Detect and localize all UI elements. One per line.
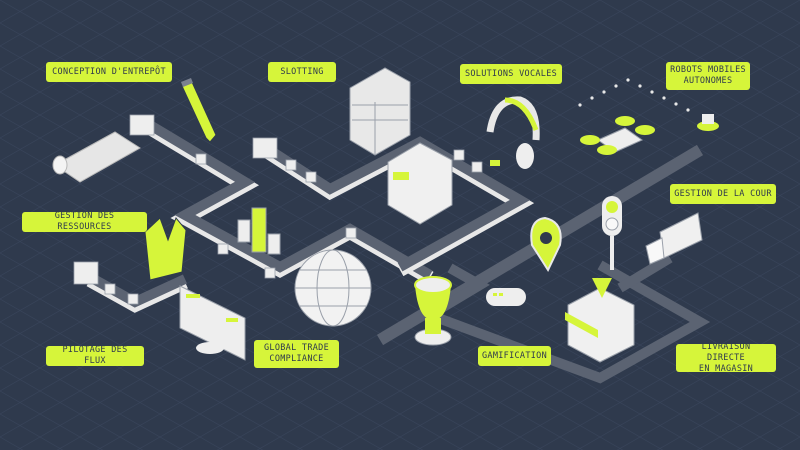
pencil-icon [181, 78, 217, 143]
truck-icon [645, 212, 703, 265]
conveyor-icon [73, 114, 483, 305]
blueprint-icon [52, 131, 141, 183]
map-pin-icon [530, 216, 562, 273]
label-slotting: SLOTTING [268, 62, 336, 82]
label-line: LIVRAISON DIRECTE [701, 341, 751, 363]
label-line: ROBOTS MOBILES [670, 65, 746, 75]
label-gamification: GAMIFICATION [478, 346, 551, 366]
label-livraison-directe: LIVRAISON DIRECTE EN MAGASIN [676, 341, 776, 374]
label-line: COMPLIANCE [269, 354, 324, 364]
bar-blocks-icon [237, 207, 281, 255]
shelf-icon [349, 67, 411, 156]
globe-icon [294, 249, 372, 327]
store-icon [565, 278, 635, 363]
label-solutions-vocales: SOLUTIONS VOCALES [460, 64, 562, 84]
warehouse-icon [387, 142, 453, 225]
drone-icon [578, 78, 719, 155]
traffic-light-icon [602, 196, 622, 270]
headset-icon [486, 96, 540, 169]
label-line: EN MAGASIN [698, 363, 754, 374]
label-line: GLOBAL TRADE [263, 343, 329, 353]
trophy-icon [414, 276, 452, 346]
label-robots-mobiles: ROBOTS MOBILES AUTONOMES [666, 62, 750, 90]
monitor-icon [179, 285, 246, 361]
label-line: AUTONOMES [683, 76, 733, 86]
gamepad-icon [486, 288, 526, 306]
label-global-trade: GLOBAL TRADE COMPLIANCE [254, 340, 339, 368]
label-gestion-ressources: GESTION DES RESSOURCES [22, 211, 147, 232]
vest-icon [144, 217, 187, 281]
label-pilotage-flux: PILOTAGE DES FLUX [46, 345, 144, 366]
label-conception-entrepot: CONCEPTION D'ENTREPÔT [46, 62, 172, 82]
label-gestion-cour: GESTION DE LA COUR [670, 184, 776, 204]
